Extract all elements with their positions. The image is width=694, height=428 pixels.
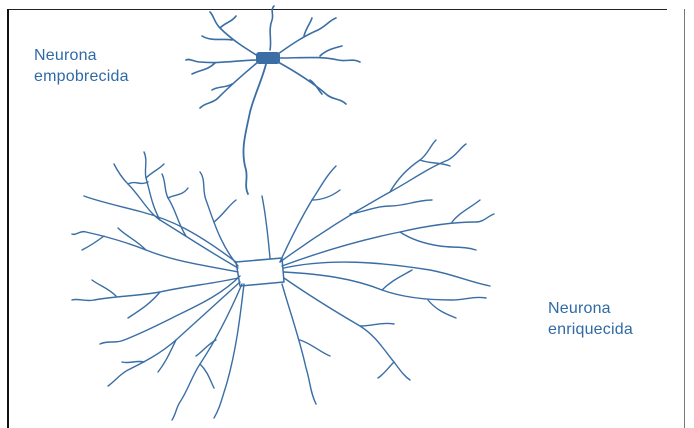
enriched-neuron xyxy=(72,140,494,420)
enriched-neuron-dendrites-left xyxy=(72,152,244,420)
enriched-neuron-dendrites-right xyxy=(262,140,494,404)
enriched-neuron-soma xyxy=(236,258,284,286)
impoverished-neuron-axon xyxy=(243,64,266,194)
impoverished-neuron-soma xyxy=(256,52,280,64)
impoverished-neuron xyxy=(186,6,360,194)
